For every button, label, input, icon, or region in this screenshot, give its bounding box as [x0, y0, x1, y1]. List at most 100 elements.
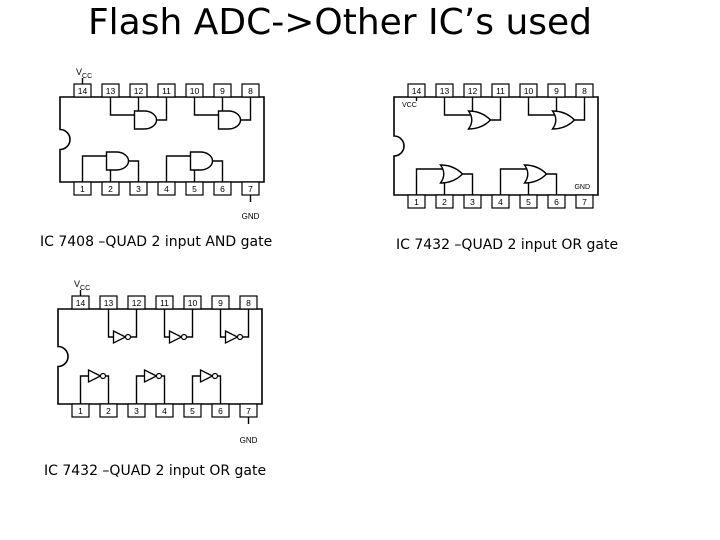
not-gate-bubble [124, 333, 132, 341]
top-pin-number: 9 [554, 86, 559, 96]
chip-body [393, 96, 599, 196]
top-pin-number: 12 [132, 298, 142, 308]
wire [128, 160, 140, 182]
bottom-pin-number: 2 [442, 197, 447, 207]
not-gate-symbol [112, 329, 127, 345]
bottom-pin-number: 6 [218, 406, 223, 416]
bottom-pin-number: 4 [164, 184, 169, 194]
wire [186, 309, 194, 338]
bottom-pin-number: 2 [106, 406, 111, 416]
top-pin-number: 11 [496, 86, 505, 96]
and-gate-symbol [133, 110, 158, 130]
wire [242, 309, 250, 338]
wire [212, 160, 224, 182]
top-pin-number: 13 [104, 298, 114, 308]
vcc-label: VCC [76, 67, 92, 80]
not-gate-bubble [155, 372, 163, 380]
vcc-label: VCC [74, 279, 90, 292]
wire [546, 173, 558, 195]
top-pin-number: 9 [220, 86, 225, 96]
bottom-pin-number: 5 [526, 197, 531, 207]
wire [165, 155, 194, 182]
chip-body [57, 308, 263, 405]
bottom-pin-number: 1 [78, 406, 83, 416]
bottom-pin-number: 7 [246, 406, 251, 416]
not-gate-bubble [180, 333, 188, 341]
not-gate-symbol [224, 329, 239, 345]
vcc-subscript: CC [80, 285, 90, 292]
ic-7404-caption: IC 7432 –QUAD 2 input OR gate [44, 463, 267, 479]
wire [527, 97, 556, 116]
bottom-pin-number: 1 [80, 184, 85, 194]
top-pin-number: 8 [246, 298, 251, 308]
top-pin-number: 11 [162, 86, 171, 96]
wire [79, 375, 89, 404]
wire [130, 309, 138, 338]
bottom-pin-number: 3 [134, 406, 139, 416]
not-gate-bubble [236, 333, 244, 341]
top-pin-number: 10 [524, 86, 534, 96]
bottom-pin-box [575, 194, 594, 209]
top-pin-number: 14 [76, 298, 86, 308]
bottom-pin-number: 6 [554, 197, 559, 207]
wire [163, 309, 170, 338]
wire [462, 173, 474, 195]
wire [105, 375, 110, 404]
top-pin-number: 10 [190, 86, 200, 96]
bottom-pin-number: 3 [136, 184, 141, 194]
wire [156, 97, 168, 121]
bottom-pin-number: 1 [414, 197, 419, 207]
wire [415, 168, 444, 195]
wire [217, 375, 222, 404]
not-gate-symbol [199, 368, 214, 384]
top-pin-number: 12 [468, 86, 478, 96]
gnd-label: GND [574, 184, 590, 191]
gnd-label: GND [240, 436, 258, 445]
not-gate-symbol [87, 368, 102, 384]
wire [499, 168, 528, 195]
top-pin-number: 11 [160, 298, 169, 308]
wire [193, 97, 222, 116]
or-gate-symbol [467, 110, 492, 130]
not-gate-symbol [143, 368, 158, 384]
wire [135, 375, 145, 404]
top-pin-number: 13 [106, 86, 116, 96]
bottom-pin-number: 5 [190, 406, 195, 416]
not-gate-symbol [168, 329, 183, 345]
wire [109, 97, 138, 116]
gnd-label: GND [242, 212, 260, 221]
or-gate-symbol [439, 164, 464, 184]
wire [191, 375, 201, 404]
top-pin-number: 13 [440, 86, 450, 96]
top-pin-number: 14 [78, 86, 88, 96]
and-gate-symbol [105, 151, 130, 171]
or-gate-symbol [551, 110, 576, 130]
not-gate-bubble [211, 372, 219, 380]
top-pin-number: 12 [134, 86, 144, 96]
top-pin-number: 9 [218, 298, 223, 308]
not-gate-bubble [99, 372, 107, 380]
top-pin-number: 8 [248, 86, 253, 96]
and-gate-symbol [217, 110, 242, 130]
wire [107, 309, 114, 338]
bottom-pin-number: 7 [582, 197, 587, 207]
wire [161, 375, 166, 404]
wire [219, 309, 226, 338]
top-pin-number: 10 [188, 298, 198, 308]
bottom-pin-number: 4 [498, 197, 503, 207]
and-gate-symbol [189, 151, 214, 171]
ic-7408-caption: IC 7408 –QUAD 2 input AND gate [40, 234, 273, 250]
wire [240, 97, 252, 121]
page-title: Flash ADC->Other IC’s used [87, 2, 593, 43]
wire [443, 97, 472, 116]
chip-body [59, 96, 265, 183]
vcc-label: VCC [402, 102, 417, 109]
bottom-pin-number: 4 [162, 406, 167, 416]
ic-7432-caption: IC 7432 –QUAD 2 input OR gate [396, 237, 619, 253]
top-pin-number: 8 [582, 86, 587, 96]
bottom-pin-number: 7 [248, 184, 253, 194]
bottom-pin-number: 2 [108, 184, 113, 194]
